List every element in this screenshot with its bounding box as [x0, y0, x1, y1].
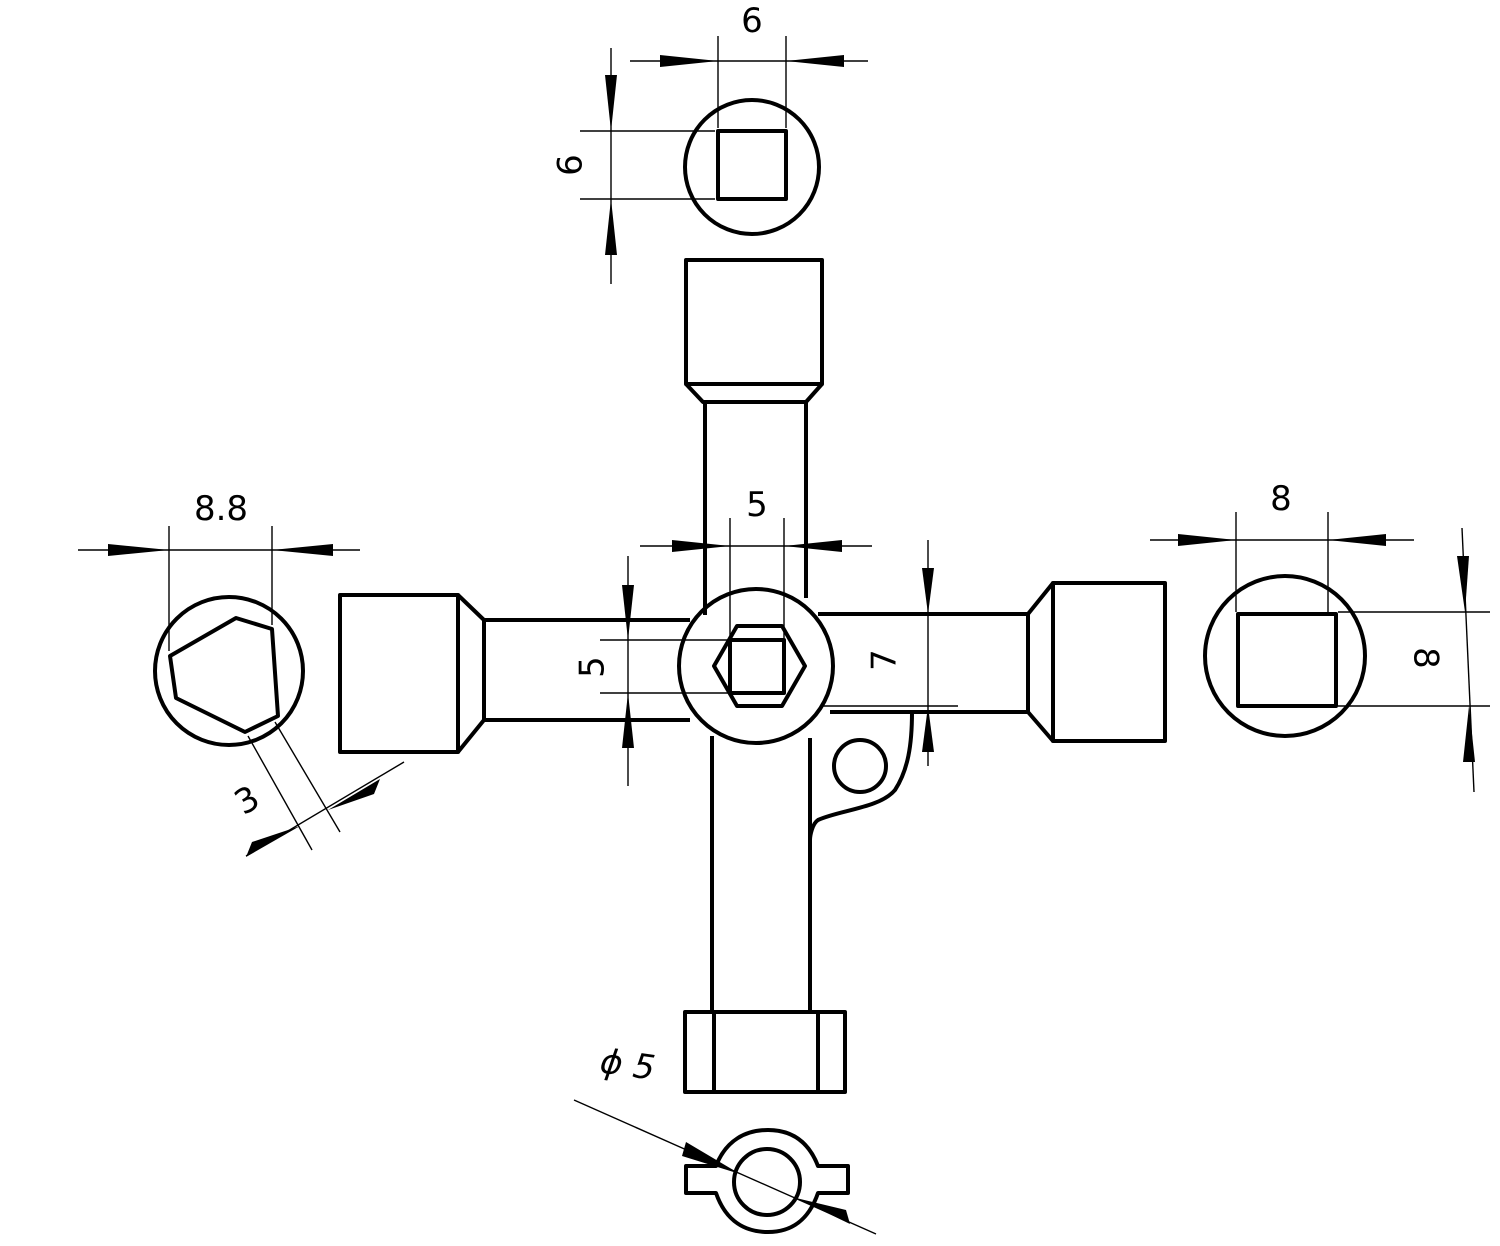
top-end-view: [683, 98, 821, 236]
center-hex-outer: [712, 624, 807, 708]
dim-label-center-height: 5: [573, 656, 613, 678]
dim-label-bottom-diameter: ϕ 5: [598, 1041, 658, 1088]
center-hub: [677, 587, 835, 745]
top-square-height-dimension: 6: [551, 48, 715, 284]
top-square-socket: [716, 129, 788, 201]
center-hex-width-dimension: 5: [640, 485, 872, 638]
arm-height-dimension: 7: [820, 540, 958, 766]
key-body: [338, 258, 1167, 1094]
right-square-width-dimension: 8: [1150, 479, 1414, 612]
top-end-circle: [683, 98, 821, 236]
dim-label-triangle-wall: 3: [228, 778, 267, 823]
dim-label-center-width: 5: [746, 485, 768, 525]
dim-label-right-height: 8: [1406, 647, 1446, 669]
lug-hole: [832, 738, 888, 794]
dim-label-arm-height: 7: [865, 649, 905, 671]
right-socket-chamfer: [1026, 581, 1055, 743]
triangle-width-dimension: 8.8: [78, 489, 360, 651]
bottom-diameter-dimension: ϕ 5: [573, 1041, 877, 1235]
left-socket-chamfer: [456, 593, 486, 754]
bottom-bit: [683, 1010, 847, 1094]
dim-label-triangle-width: 8.8: [194, 489, 248, 529]
right-square-socket: [1236, 612, 1338, 708]
dim-label-right-width: 8: [1270, 479, 1292, 519]
triangle-socket: [168, 616, 280, 734]
top-square-width-dimension: 6: [630, 1, 868, 128]
bottom-end-view: [684, 1128, 850, 1234]
center-hex-socket: [728, 638, 786, 695]
left-end-circle: [153, 595, 305, 747]
dim-label-top-height: 6: [551, 154, 591, 176]
bottom-end-outline: [684, 1128, 850, 1234]
right-square-height-dimension: 8: [1338, 527, 1490, 793]
top-socket-head: [684, 258, 824, 386]
bottom-round-bit: [732, 1147, 802, 1217]
dim-label-top-width: 6: [741, 1, 763, 41]
left-socket-head: [338, 593, 460, 754]
right-end-view: [1203, 574, 1367, 738]
left-end-view: [153, 595, 305, 747]
right-end-circle: [1203, 574, 1367, 738]
top-socket-chamfer: [684, 382, 824, 404]
center-hex-height-dimension: 5: [573, 556, 728, 786]
right-socket-head: [1051, 581, 1167, 743]
hanging-lug: [808, 711, 914, 841]
